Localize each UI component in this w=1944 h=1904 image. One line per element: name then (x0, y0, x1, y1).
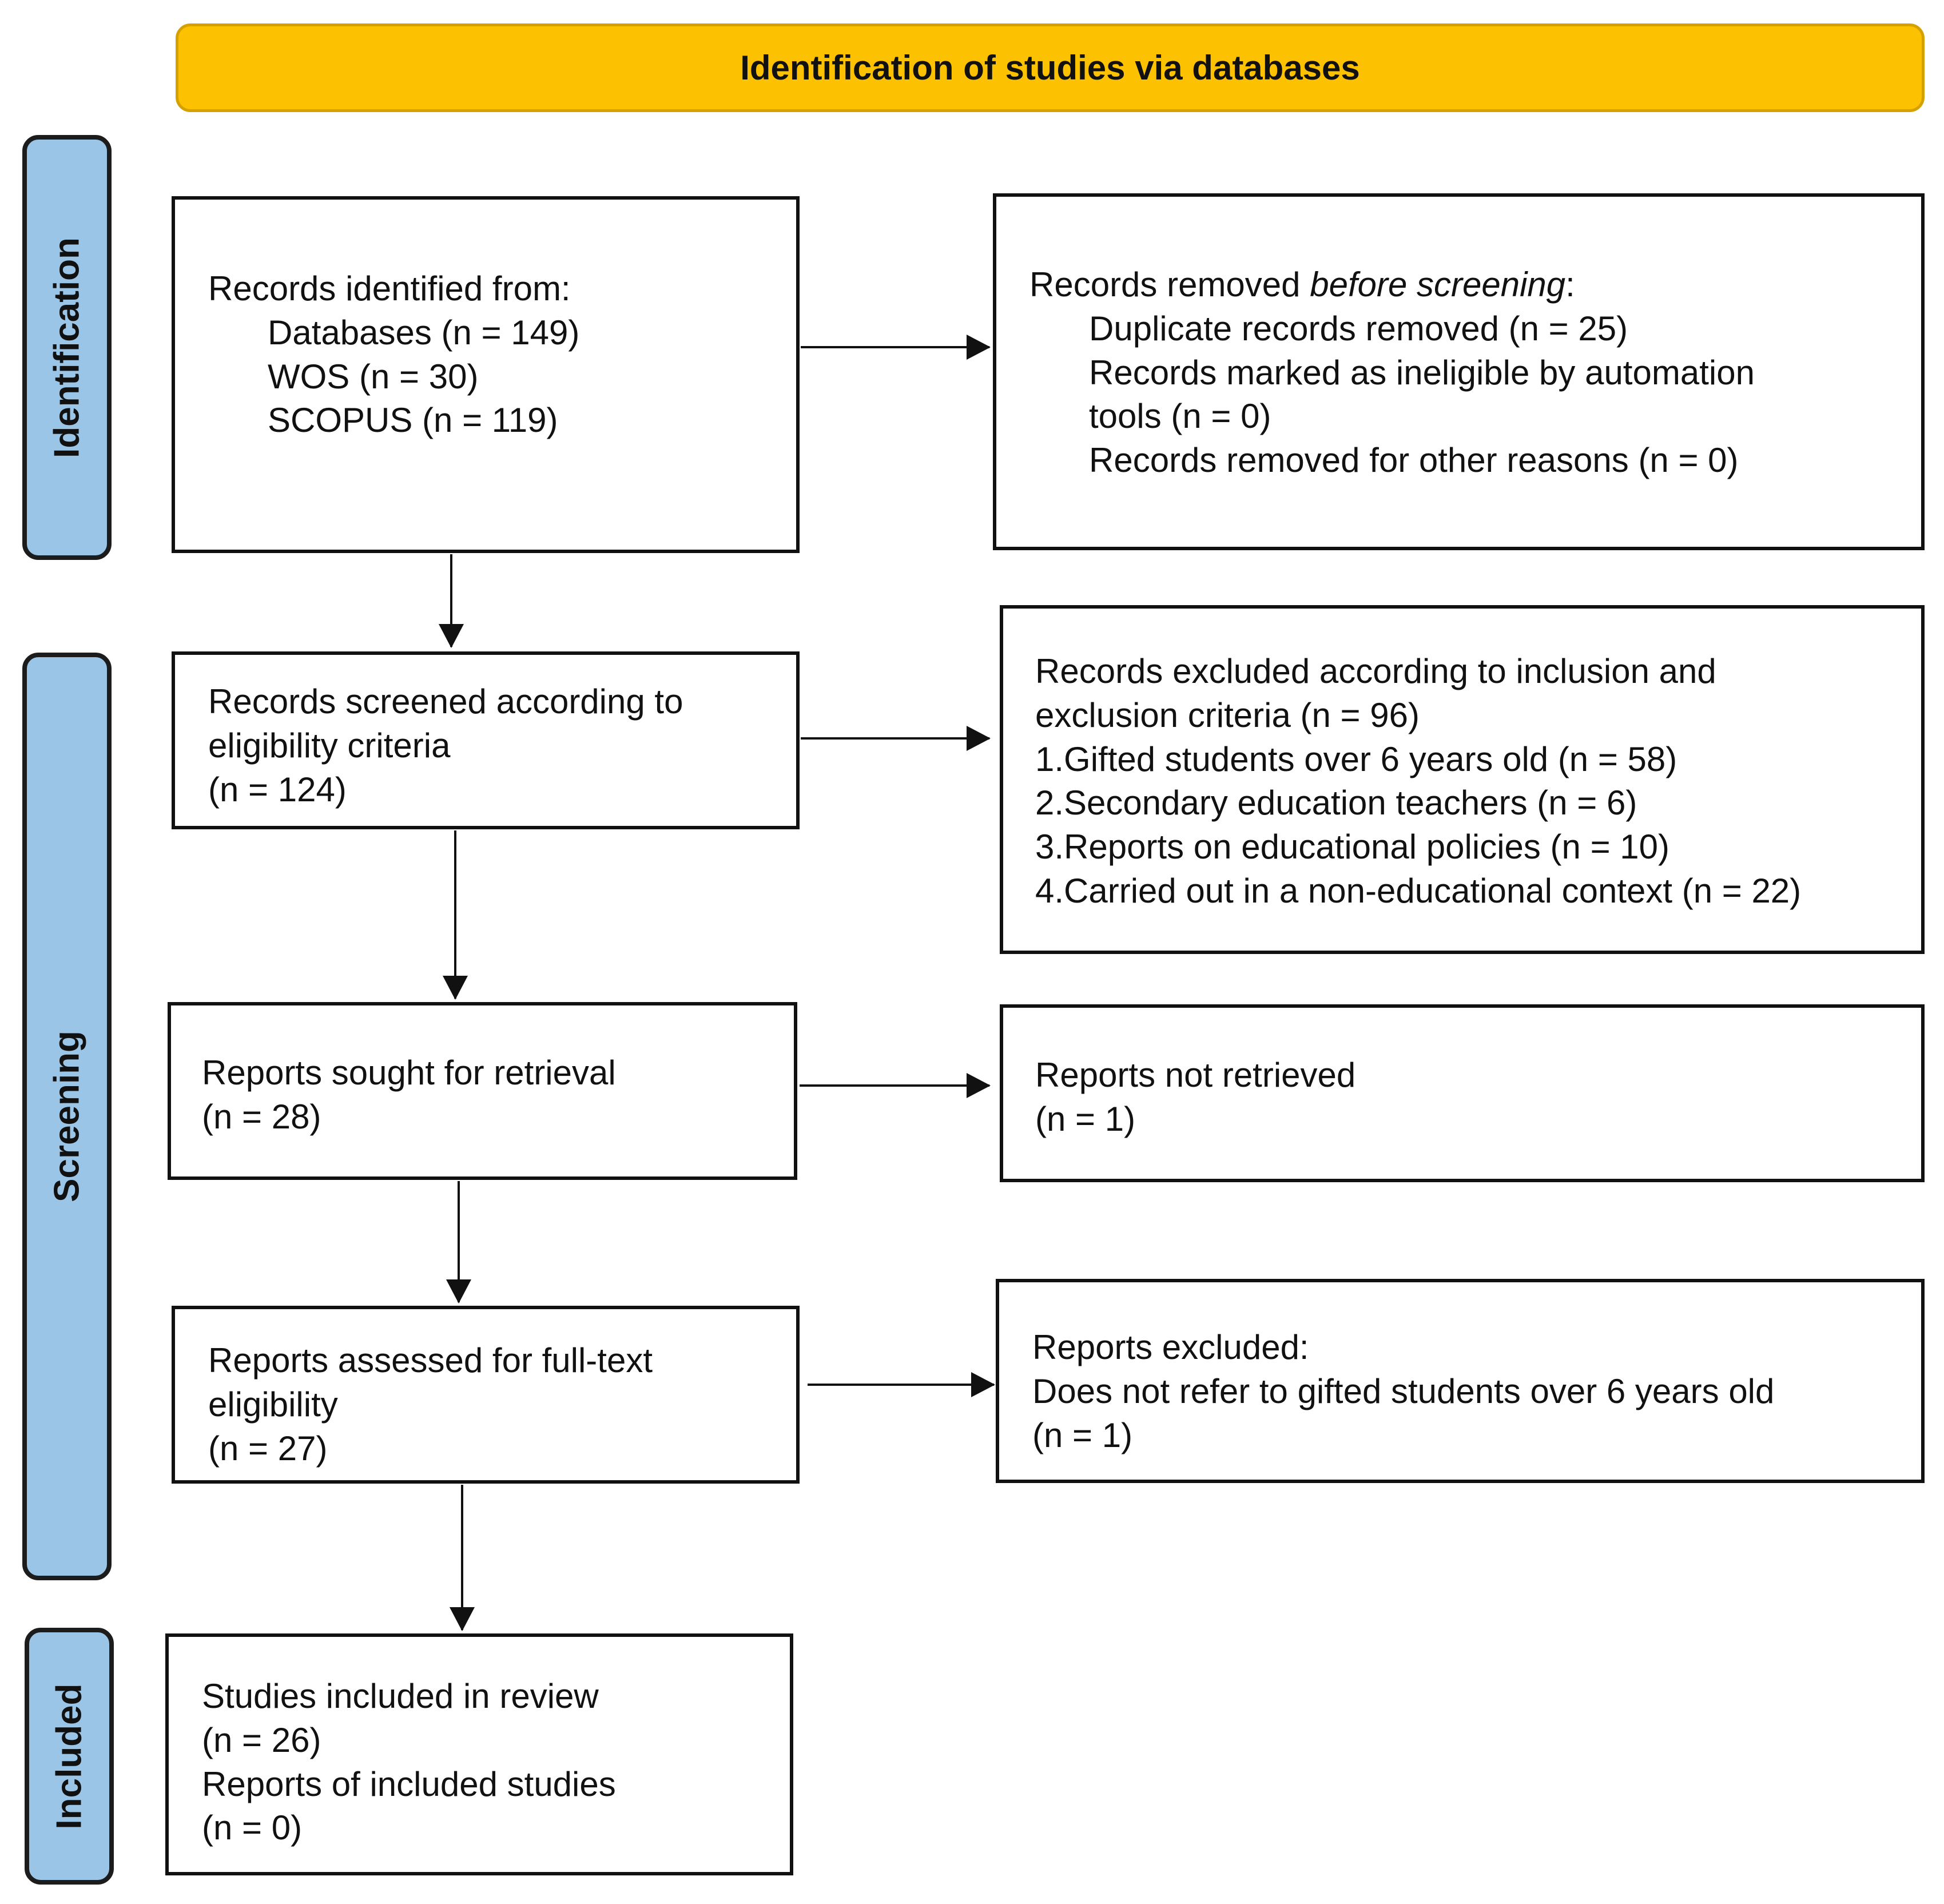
box-line: 1.Gifted students over 6 years old (n = … (1035, 740, 1677, 778)
box-line: eligibility (208, 1385, 338, 1424)
arrow-right-removed (801, 335, 991, 360)
box-line: Records excluded according to inclusion … (1035, 652, 1716, 690)
arrow-down-screened (439, 554, 464, 648)
phase-screening: Screening (22, 653, 112, 1580)
box-line: Reports not retrieved (1035, 1056, 1356, 1094)
phase-label-screening: Screening (47, 1031, 87, 1202)
arrow-down-assessed (446, 1181, 471, 1303)
box-line: (n = 27) (208, 1429, 328, 1468)
box-line: 2.Secondary education teachers (n = 6) (1035, 784, 1637, 822)
box-line: (n = 1) (1035, 1099, 1136, 1138)
box-line: Records identified from: (208, 269, 571, 308)
box-title: Records removed before screening: (1029, 263, 1921, 307)
box-records-removed: Records removed before screening: Duplic… (993, 193, 1925, 550)
box-line: Reports assessed for full-text (208, 1341, 653, 1380)
box-line: (n = 0) (202, 1808, 303, 1847)
box-line: SCOPUS (n = 119) (268, 401, 558, 440)
box-reports-excluded: Reports excluded: Does not refer to gift… (996, 1279, 1925, 1483)
box-studies-included: Studies included in review (n = 26) Repo… (165, 1633, 793, 1875)
arrow-right-excluded-criteria (801, 726, 991, 751)
arrow-right-not-retrieved (800, 1073, 991, 1098)
box-line: 3.Reports on educational policies (n = 1… (1035, 828, 1670, 866)
box-line: Reports excluded: (1032, 1328, 1309, 1366)
box-line: tools (n = 0) (1089, 397, 1271, 436)
header-title: Identification of studies via databases (740, 49, 1360, 87)
title-prefix: Records removed (1029, 265, 1310, 304)
box-line: Reports of included studies (202, 1764, 616, 1803)
box-line: Records marked as ineligible by automati… (1089, 353, 1755, 392)
arrow-right-reports-excluded (808, 1372, 995, 1397)
box-line: Records removed for other reasons (n = 0… (1089, 441, 1739, 480)
arrow-down-included (450, 1485, 475, 1631)
box-line: Duplicate records removed (n = 25) (1089, 309, 1628, 348)
phase-identification: Identification (22, 135, 112, 560)
box-line: (n = 28) (202, 1097, 321, 1136)
box-records-excluded-criteria: Records excluded according to inclusion … (1000, 605, 1925, 954)
box-records-screened: Records screened according to eligibilit… (172, 651, 800, 829)
box-line: (n = 1) (1032, 1416, 1133, 1454)
box-reports-assessed: Reports assessed for full-text eligibili… (172, 1306, 800, 1484)
header-banner: Identification of studies via databases (176, 23, 1925, 112)
arrow-down-sought (443, 830, 468, 1000)
phase-included: Included (25, 1628, 114, 1885)
box-line: (n = 124) (208, 770, 347, 809)
box-line: exclusion criteria (n = 96) (1035, 695, 1420, 734)
box-records-identified: Records identified from: Databases (n = … (172, 196, 800, 553)
box-line: Studies included in review (202, 1677, 599, 1715)
box-line: eligibility criteria (208, 726, 451, 765)
box-line: 4.Carried out in a non-educational conte… (1035, 871, 1802, 910)
box-line: WOS (n = 30) (268, 357, 479, 396)
box-reports-not-retrieved: Reports not retrieved (n = 1) (1000, 1004, 1925, 1182)
box-line: Does not refer to gifted students over 6… (1032, 1372, 1775, 1410)
phase-label-identification: Identification (47, 237, 87, 458)
box-line: Records screened according to (208, 682, 683, 721)
title-suffix: : (1565, 265, 1575, 304)
phase-label-included: Included (49, 1683, 89, 1829)
box-line: (n = 26) (202, 1720, 321, 1759)
title-italic: before screening (1310, 265, 1566, 304)
box-reports-sought: Reports sought for retrieval (n = 28) (168, 1002, 797, 1180)
box-line: Reports sought for retrieval (202, 1054, 616, 1092)
box-line: Databases (n = 149) (268, 313, 580, 352)
